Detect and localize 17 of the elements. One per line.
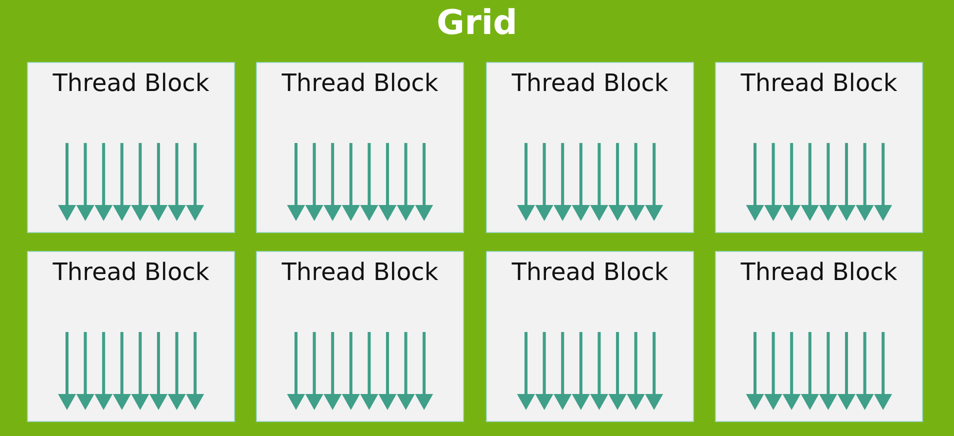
thread-block-box (486, 251, 694, 422)
thread-block-box (715, 251, 923, 422)
thread-block-box (256, 62, 464, 233)
block-title: Thread Block (280, 68, 440, 99)
grid-title: Grid (436, 2, 518, 45)
block-title: Thread Block (740, 257, 898, 288)
thread-block-box (486, 62, 694, 233)
thread-block-box (27, 251, 235, 422)
thread-block-box (27, 62, 235, 233)
block-title: Thread Block (510, 68, 670, 99)
block-title: Thread Block (52, 68, 210, 99)
block-title: Thread Block (740, 68, 898, 99)
block-title: Thread Block (280, 257, 440, 288)
thread-block-box (715, 62, 923, 233)
block-title: Thread Block (510, 257, 670, 288)
block-title: Thread Block (52, 257, 210, 288)
thread-block-box (256, 251, 464, 422)
